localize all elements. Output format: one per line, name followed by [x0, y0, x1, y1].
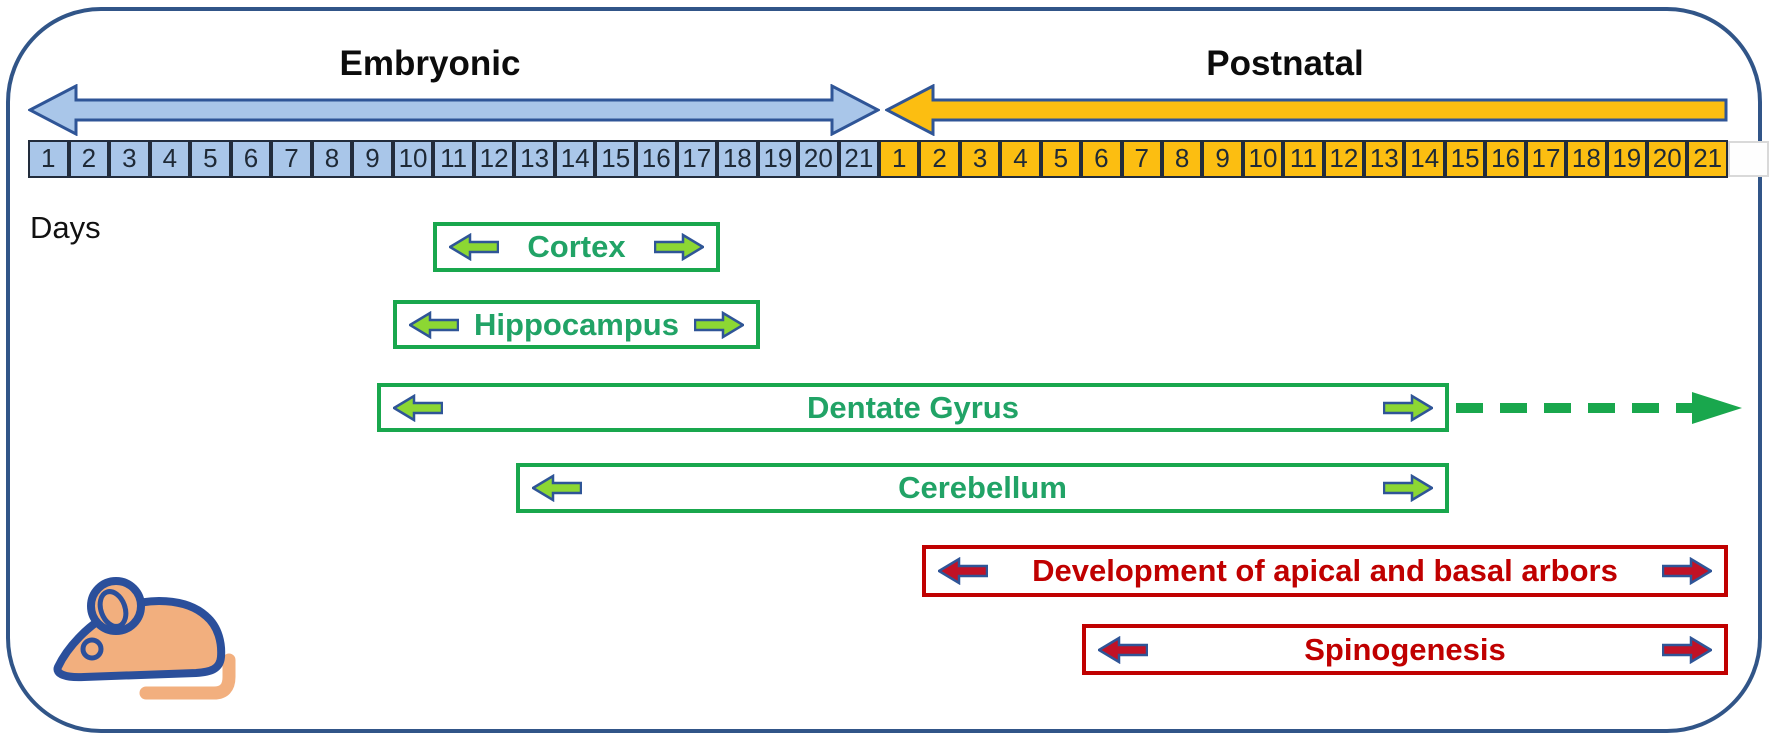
bar-label-apical-basal-arbors: Development of apical and basal arbors [1032, 553, 1618, 588]
bar-dentate-gyrus: Dentate Gyrus [377, 383, 1449, 432]
day-cell-postnatal-19: 19 [1606, 140, 1648, 178]
right-arrow-icon [1383, 474, 1433, 502]
day-cell-postnatal-10: 10 [1242, 140, 1284, 178]
right-arrow-icon [654, 233, 704, 261]
day-cell-embryonic-14: 14 [554, 140, 596, 178]
bar-label-dentate-gyrus: Dentate Gyrus [807, 389, 1019, 425]
day-cell-embryonic-3: 3 [109, 140, 150, 178]
day-cell-postnatal-2: 2 [919, 140, 960, 178]
day-cell-postnatal-6: 6 [1081, 140, 1122, 178]
left-arrow-icon [409, 310, 459, 339]
day-cell-postnatal-16: 16 [1485, 140, 1526, 178]
right-arrow-icon [1383, 393, 1433, 422]
day-cell-embryonic-11: 11 [433, 140, 474, 178]
day-cell-postnatal-13: 13 [1364, 140, 1405, 178]
day-cell-postnatal-17: 17 [1525, 140, 1567, 178]
right-arrow-icon [1662, 557, 1712, 585]
day-cell-embryonic-9: 9 [352, 140, 393, 178]
day-cell-embryonic-21: 21 [838, 140, 880, 178]
day-cell-embryonic-18: 18 [717, 140, 758, 178]
left-arrow-icon [1098, 635, 1148, 664]
day-cell-postnatal-18: 18 [1566, 140, 1607, 178]
left-arrow-icon [393, 393, 443, 422]
bar-spinogenesis: Spinogenesis [1082, 624, 1728, 675]
day-cell-embryonic-10: 10 [392, 140, 434, 178]
bar-label-spinogenesis: Spinogenesis [1304, 631, 1506, 667]
day-cell-postnatal-14: 14 [1404, 140, 1445, 178]
day-cell-embryonic-16: 16 [635, 140, 677, 178]
day-cell-embryonic-8: 8 [311, 140, 353, 178]
right-arrow-icon [1662, 635, 1712, 664]
left-arrow-icon [938, 557, 988, 585]
day-cell-embryonic-1: 1 [28, 140, 69, 178]
day-cell-embryonic-5: 5 [190, 140, 231, 178]
day-cell-postnatal-3: 3 [959, 140, 1001, 178]
day-cell-postnatal-1: 1 [879, 140, 920, 178]
day-cell-postnatal-11: 11 [1283, 140, 1324, 178]
bar-cortex: Cortex [433, 222, 720, 272]
left-arrow-icon [449, 233, 499, 261]
postnatal-left-arrow-icon [885, 84, 1728, 136]
day-cell-postnatal-12: 12 [1323, 140, 1365, 178]
day-cell-postnatal-20: 20 [1647, 140, 1688, 178]
day-cell-embryonic-12: 12 [473, 140, 515, 178]
day-cell-embryonic-4: 4 [149, 140, 191, 178]
day-cell-embryonic-15: 15 [595, 140, 636, 178]
right-arrow-icon [694, 310, 744, 339]
day-cell-postnatal-9: 9 [1202, 140, 1243, 178]
ongoing-dashed-arrow-icon [1456, 392, 1742, 424]
day-cell-embryonic-19: 19 [757, 140, 799, 178]
bar-apical-basal-arbors: Development of apical and basal arbors [922, 545, 1728, 597]
figure-border [6, 7, 1762, 733]
bar-hippocampus: Hippocampus [393, 300, 760, 349]
day-cell-postnatal-21: 21 [1687, 140, 1728, 178]
day-cell-postnatal-4: 4 [1000, 140, 1041, 178]
mouse-icon [53, 577, 236, 700]
day-cell-postnatal-5: 5 [1040, 140, 1082, 178]
left-arrow-icon [532, 474, 582, 502]
day-cell-embryonic-2: 2 [68, 140, 110, 178]
bar-cerebellum: Cerebellum [516, 463, 1449, 513]
day-cell-embryonic-6: 6 [230, 140, 272, 178]
day-cell-postnatal-15: 15 [1444, 140, 1486, 178]
embryonic-double-arrow-icon [28, 84, 880, 136]
day-cell-embryonic-7: 7 [271, 140, 312, 178]
empty-day-cell [1728, 141, 1769, 177]
bar-label-cortex: Cortex [527, 229, 626, 264]
day-cell-postnatal-8: 8 [1161, 140, 1203, 178]
bar-label-cerebellum: Cerebellum [898, 470, 1067, 505]
days-axis-label: Days [30, 210, 101, 245]
postnatal-period-label: Postnatal [1206, 44, 1364, 83]
day-cell-embryonic-17: 17 [676, 140, 718, 178]
bar-label-hippocampus: Hippocampus [474, 306, 679, 342]
day-cell-embryonic-20: 20 [798, 140, 839, 178]
embryonic-period-label: Embryonic [339, 44, 521, 83]
day-cell-postnatal-7: 7 [1121, 140, 1162, 178]
day-cell-embryonic-13: 13 [514, 140, 555, 178]
